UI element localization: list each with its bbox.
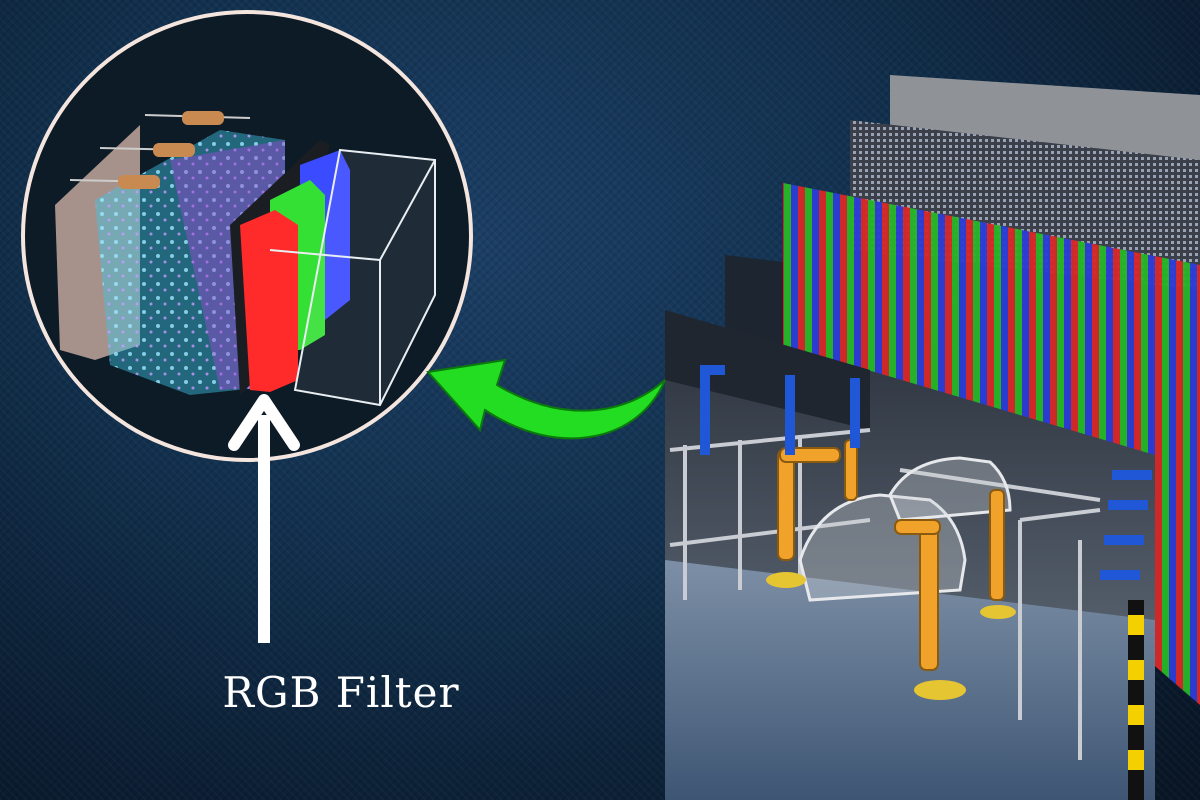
red-filter-plate — [240, 210, 298, 392]
glass-output-box — [269, 148, 436, 407]
up-arrow-icon — [228, 394, 300, 643]
factory-scene-image — [665, 310, 1155, 800]
rgb-filter-caption: RGB Filter — [222, 668, 460, 717]
magnified-view-circle — [21, 10, 473, 462]
dark-frame-layer — [725, 255, 783, 345]
curved-arrow-icon — [426, 358, 666, 440]
electrode-resistors — [69, 111, 251, 189]
